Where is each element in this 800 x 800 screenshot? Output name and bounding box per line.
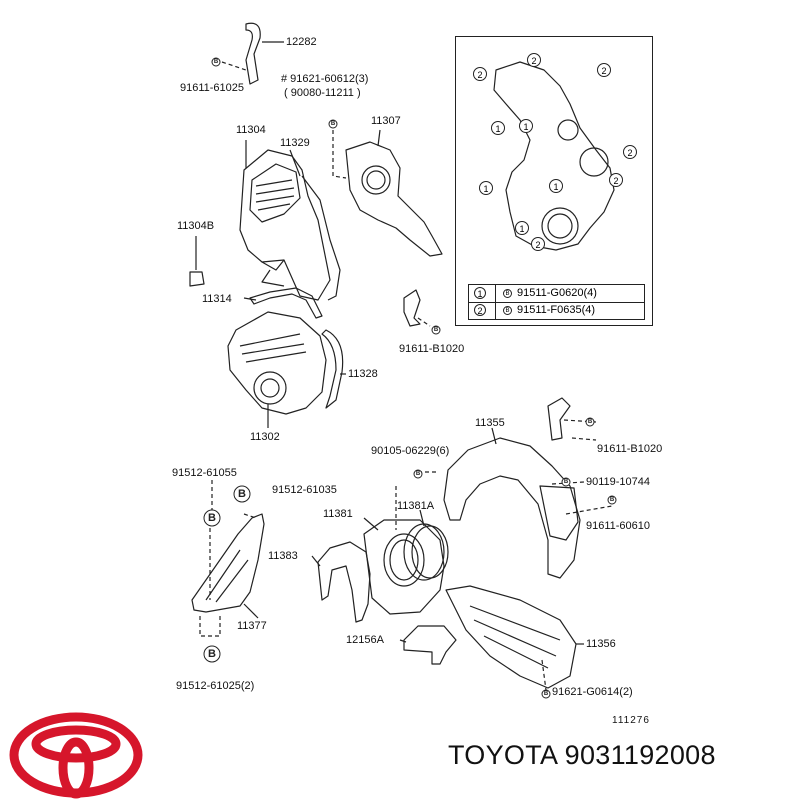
- legend-table: 1 B 91511-G0620(4) 2 B 91511-F0635(4): [468, 284, 645, 320]
- callout-11377: 11377: [237, 620, 267, 632]
- legend-cover-outline: [493, 61, 615, 251]
- bolt-symbol: B: [213, 59, 219, 65]
- legend-marker: 2: [473, 67, 487, 81]
- callout-91621-60612: # 91621-60612(3): [281, 73, 369, 85]
- callout-90105-06229: 90105-06229(6): [371, 445, 450, 457]
- bolt-symbol: B: [415, 471, 421, 477]
- part-12156A: [403, 625, 457, 665]
- part-91611-B1020-a: [403, 289, 421, 327]
- legend-row-1-code: 91511-G0620(4): [517, 287, 597, 299]
- legend-row-2-num: 2: [474, 304, 486, 316]
- callout-11383: 11383: [268, 550, 298, 562]
- legend-marker: 2: [597, 63, 611, 77]
- callout-91611-B1020-b: 91611-B1020: [597, 443, 663, 455]
- part-11383: [317, 541, 371, 623]
- bolt-symbol: B: [433, 327, 439, 333]
- part-11304: [239, 149, 341, 301]
- legend-marker: 1: [549, 179, 563, 193]
- callout-12156A: 12156A: [346, 634, 384, 646]
- callout-11328: 11328: [348, 368, 378, 380]
- bolt-symbol: B: [238, 488, 246, 500]
- part-11355: [443, 437, 581, 579]
- bolt-symbol: B: [609, 497, 615, 503]
- reference-number: 111276: [612, 715, 650, 726]
- legend-frame: [455, 36, 653, 326]
- callout-90119-10744: 90119-10744: [586, 476, 651, 488]
- legend-marker: 1: [515, 221, 529, 235]
- callout-11307: 11307: [371, 115, 401, 127]
- legend-marker: 2: [609, 173, 623, 187]
- callout-91611-60610: 91611-60610: [586, 520, 651, 532]
- callout-91512-61055: 91512-61055: [172, 467, 237, 479]
- legend-marker: 1: [491, 121, 505, 135]
- callout-91611-B1020-a: 91611-B1020: [399, 343, 465, 355]
- bolt-symbol: B: [208, 512, 216, 524]
- callout-91621-G0614: 91621-G0614(2): [552, 686, 633, 698]
- callout-11381A: 11381A: [397, 500, 435, 512]
- legend-marker: 1: [479, 181, 493, 195]
- toyota-logo: [9, 712, 143, 799]
- legend-marker: 2: [531, 237, 545, 251]
- part-12282: [245, 22, 261, 85]
- bolt-symbol: B: [330, 121, 336, 127]
- legend-row-2-code: 91511-F0635(4): [517, 304, 596, 316]
- callout-11304B: 11304B: [177, 220, 215, 232]
- bolt-symbol: B: [208, 648, 216, 660]
- legend-row-1-symbol: B: [503, 289, 512, 298]
- brand-part-number: TOYOTA 9031192008: [448, 740, 716, 770]
- legend-marker: 2: [623, 145, 637, 159]
- bolt-symbol: B: [543, 691, 549, 697]
- callout-11329: 11329: [280, 137, 310, 149]
- legend-row-1-num: 1: [474, 287, 486, 299]
- part-11302: [227, 311, 327, 415]
- part-11304B: [189, 271, 205, 287]
- part-11377: [191, 513, 265, 613]
- part-11307: [345, 141, 443, 257]
- part-11356: [445, 585, 577, 689]
- callout-11304: 11304: [236, 124, 266, 136]
- callout-90080-11211: ( 90080-11211 ): [284, 87, 361, 99]
- bolt-symbol: B: [587, 419, 593, 425]
- callout-91611-61025: 91611-61025: [180, 82, 245, 94]
- callout-11355: 11355: [475, 417, 505, 429]
- callout-11314: 11314: [202, 293, 232, 305]
- part-91611-B1020-b: [547, 397, 571, 441]
- legend-marker: 1: [519, 119, 533, 133]
- legend-row-2-symbol: B: [503, 306, 512, 315]
- callout-91512-61035: 91512-61035: [272, 484, 337, 496]
- part-11314: [249, 287, 323, 319]
- callout-11302: 11302: [250, 431, 280, 443]
- callout-12282: 12282: [286, 36, 317, 48]
- bolt-symbol: B: [563, 479, 569, 485]
- legend-row-2: 2 B 91511-F0635(4): [469, 302, 644, 319]
- part-11328: [321, 329, 344, 409]
- callout-11356: 11356: [586, 638, 616, 650]
- legend-row-1: 1 B 91511-G0620(4): [469, 285, 644, 303]
- callout-11381: 11381: [323, 508, 353, 520]
- legend-marker: 2: [527, 53, 541, 67]
- part-11381: [363, 519, 445, 615]
- callout-91512-61025: 91512-61025(2): [176, 680, 255, 692]
